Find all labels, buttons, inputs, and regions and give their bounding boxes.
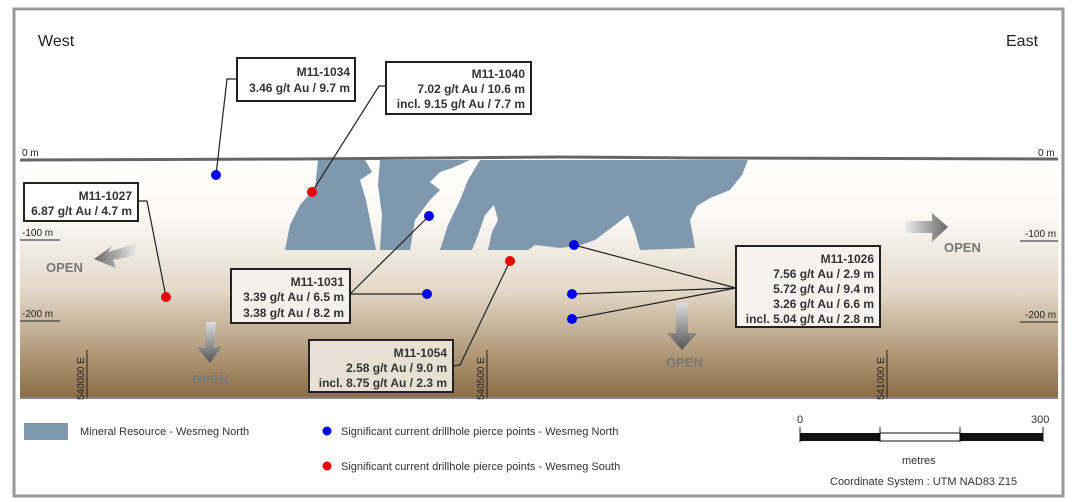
hole-id: M11-1027 [79,189,133,203]
assay-line: incl. 9.15 g/t Au / 7.7 m [397,97,525,111]
pierce-point-north[interactable] [211,170,221,180]
ground-surface-line [19,155,1059,162]
scale-unit-label: metres [902,455,936,467]
hole-id: M11-1054 [394,346,448,360]
legend-south-label: Significant current drillhole pierce poi… [341,461,620,473]
east-label: East [1006,33,1039,50]
assay-line: 2.58 g/t Au / 9.0 m [346,361,447,375]
assay-line: 5.72 g/t Au / 9.4 m [773,282,874,296]
open-arrow-west: OPEN [46,244,138,275]
leader-lines [139,78,737,367]
scale-min-label: 0 [797,414,803,426]
assay-line: incl. 5.04 g/t Au / 2.8 m [746,312,874,326]
west-label: West [38,33,75,50]
callout-m11-1040: M11-1040 7.02 g/t Au / 10.6 m incl. 9.15… [385,61,532,115]
callout-m11-1026: M11-1026 7.56 g/t Au / 2.9 m 5.72 g/t Au… [735,245,881,328]
pierce-points [161,170,579,324]
open-arrow-east: OPEN [905,213,981,255]
open-label: OPEN [944,240,981,255]
pierce-point-south[interactable] [307,187,317,197]
depth-label-100-left: -100 m [22,228,53,239]
depth-label-100-right: -100 m [1025,229,1056,240]
assay-line: 6.87 g/t Au / 4.7 m [31,204,132,218]
open-label: OPEN [46,260,83,275]
assay-line: 3.39 g/t Au / 6.5 m [243,290,344,304]
open-arrow-down-west: OPEN [192,322,229,387]
legend: Mineral Resource - Wesmeg North Signific… [24,423,620,473]
pierce-point-north[interactable] [422,289,432,299]
assay-line: 7.02 g/t Au / 10.6 m [417,82,525,96]
scale-max-label: 300 [1031,414,1049,426]
pierce-point-north[interactable] [424,211,434,221]
hole-id: M11-1031 [291,275,345,289]
depth-scale-right: 0 m -100 m -200 m [1020,148,1058,323]
easting-label: 541000 E [876,357,887,400]
open-arrow-down-east: OPEN [666,303,703,370]
pierce-point-north[interactable] [567,314,577,324]
hole-id: M11-1040 [472,67,526,81]
coordinate-system-label: Coordinate System : UTM NAD83 Z15 [830,476,1017,488]
easting-label: 540000 E [76,357,87,400]
assay-line: 7.56 g/t Au / 2.9 m [773,267,874,281]
depth-label-0-right: 0 m [1038,148,1055,159]
easting-label: 540500 E [476,357,487,400]
easting-markers: 540000 E 540500 E 541000 E [76,350,888,400]
callout-m11-1054: M11-1054 2.58 g/t Au / 9.0 m incl. 8.75 … [308,339,454,393]
legend-south-dot-icon [322,461,332,471]
depth-label-0-left: 0 m [22,148,39,159]
assay-line: incl. 8.75 g/t Au / 2.3 m [319,376,447,390]
mineral-resource-body [285,160,748,250]
assay-line: 3.38 g/t Au / 8.2 m [243,306,344,320]
open-label: OPEN [666,355,703,370]
resource-swatch [24,423,68,440]
legend-resource-label: Mineral Resource - Wesmeg North [80,426,249,438]
assay-line: 3.26 g/t Au / 6.6 m [773,297,874,311]
pierce-point-north[interactable] [569,240,579,250]
assay-line: 3.46 g/t Au / 9.7 m [249,81,350,95]
pierce-point-north[interactable] [567,289,577,299]
pierce-point-south[interactable] [161,292,171,302]
hole-id: M11-1034 [297,65,351,79]
callout-m11-1027: M11-1027 6.87 g/t Au / 4.7 m [23,182,139,222]
outer-frame [12,7,1065,498]
scale-bar: 0 300 metres Coordinate System : UTM NAD… [797,414,1049,488]
hole-id: M11-1026 [821,252,875,266]
legend-north-label: Significant current drillhole pierce poi… [341,426,618,438]
pierce-point-south[interactable] [505,256,515,266]
callout-m11-1034: M11-1034 3.46 g/t Au / 9.7 m [236,57,356,102]
depth-label-200-right: -200 m [1025,310,1056,321]
depth-scale-left: 0 m -100 m -200 m [20,148,60,322]
open-label: OPEN [192,372,229,387]
callout-m11-1031: M11-1031 3.39 g/t Au / 6.5 m 3.38 g/t Au… [230,268,351,324]
legend-north-dot-icon [322,426,332,436]
depth-label-200-left: -200 m [22,309,53,320]
